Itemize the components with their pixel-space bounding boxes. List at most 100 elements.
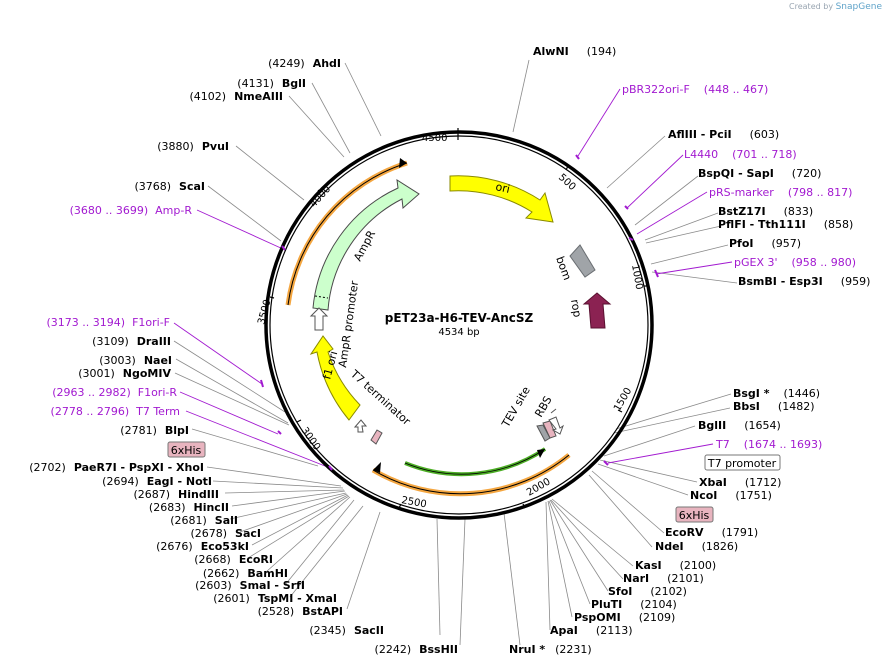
- primer-name: F1ori-F: [132, 316, 170, 329]
- restriction-site: AhdI(4249): [268, 57, 341, 70]
- site-position: (1826): [702, 540, 739, 553]
- t7-terminator-arrow: [353, 419, 368, 433]
- site-name: BsmBI - Esp3I: [738, 275, 823, 288]
- restriction-site: XbaI(1712): [699, 476, 781, 489]
- t7-promoter-box: T7 promoter: [704, 454, 781, 471]
- tick-label: 2500: [400, 495, 427, 510]
- his-tag-box-right: 6xHis: [675, 506, 714, 523]
- restriction-site: NgoMIV(3001): [78, 367, 171, 380]
- site-name: NmeAIII: [234, 90, 283, 103]
- restriction-site: DraIII(3109): [92, 335, 171, 348]
- site-name: EcoRV: [665, 526, 704, 539]
- ampr-promoter-label: AmpR promoter: [336, 280, 361, 369]
- site-position: (603): [750, 128, 780, 141]
- site-name: HincII: [193, 501, 229, 514]
- restriction-site: EagI - NotI (2694): [102, 475, 212, 488]
- rop-arrow: [582, 292, 612, 329]
- site-position: (957): [772, 237, 802, 250]
- site-position: (2687): [133, 488, 170, 501]
- rbs-label: RBS: [532, 394, 554, 420]
- tev-site-label: TEV site: [499, 384, 533, 430]
- site-position: (2104): [640, 598, 677, 611]
- site-name: BglII: [698, 419, 726, 432]
- tick-mark: [296, 419, 302, 423]
- site-position: (833): [784, 205, 814, 218]
- ampr-orange-arc-line: [287, 162, 408, 306]
- site-position: (959): [841, 275, 871, 288]
- restriction-site-labels: AlwNI(194)AflIII - PciI(603)BspQI - SapI…: [29, 45, 870, 656]
- restriction-site: SacII(2345): [309, 624, 384, 637]
- restriction-site: BamHI(2662): [203, 567, 288, 580]
- site-name: ScaI: [179, 180, 205, 193]
- site-position: (3880): [157, 140, 194, 153]
- primer-name: pRS-marker: [709, 186, 774, 199]
- site-position: (1751): [735, 489, 772, 502]
- site-position: (2668): [194, 553, 231, 566]
- site-name: BglI: [282, 77, 306, 90]
- restriction-site: ApaI(2113): [550, 624, 632, 637]
- tick-mark: [398, 503, 402, 509]
- site-position: (194): [587, 45, 617, 58]
- site-position: (2102): [650, 585, 687, 598]
- primer-range: (3173 .. 3194): [47, 316, 126, 329]
- site-name: PfoI: [729, 237, 754, 250]
- restriction-site: BbsI(1482): [733, 400, 814, 413]
- restriction-site: BsmBI - Esp3I (959): [738, 275, 870, 288]
- primer-lines: [173, 88, 733, 469]
- site-position: (3003): [99, 354, 136, 367]
- tick-mark: [269, 296, 275, 299]
- primer-label: T7 Term(2778 .. 2796): [51, 405, 180, 418]
- site-position: (2603): [195, 579, 232, 592]
- bom-box: [569, 244, 596, 278]
- leader-lines: [173, 59, 738, 646]
- primer-name: Amp-R: [155, 204, 192, 217]
- primer-range: (2963 .. 2982): [52, 386, 131, 399]
- ampr-promoter-arrow: [309, 307, 329, 331]
- site-name: NruI *: [509, 643, 545, 656]
- backbone-outer: [264, 130, 654, 520]
- site-name: NaeI: [144, 354, 172, 367]
- rbs-box: [542, 420, 557, 439]
- primer-range: (2778 .. 2796): [51, 405, 130, 418]
- site-position: (3001): [78, 367, 115, 380]
- site-position: (2681): [170, 514, 207, 527]
- site-name: BbsI: [733, 400, 760, 413]
- restriction-site: NarI(2101): [623, 572, 704, 585]
- his-tag-box-left: 6xHis: [167, 441, 206, 458]
- site-name: PspOMI: [574, 611, 621, 624]
- site-name: SacI: [235, 527, 261, 540]
- site-name: EcoRI: [239, 553, 273, 566]
- bom-label: bom: [553, 255, 574, 282]
- site-position: (2683): [149, 501, 186, 514]
- snapgene-logo: SnapGene: [835, 2, 882, 12]
- site-position: (2242): [375, 643, 412, 656]
- primer-name: F1ori-R: [138, 386, 178, 399]
- site-name: BsgI *: [733, 387, 770, 400]
- site-name: EagI - NotI: [147, 475, 212, 488]
- site-position: (858): [824, 218, 854, 231]
- site-position: (2345): [309, 624, 346, 637]
- restriction-site: HincII (2683): [149, 501, 229, 514]
- site-position: (1654): [744, 419, 781, 432]
- restriction-site: TspMI - XmaI(2601): [213, 592, 337, 605]
- restriction-site: EcoRI (2668): [194, 553, 273, 566]
- restriction-site: SmaI - SrfI(2603): [195, 579, 305, 592]
- restriction-site: PflFI - Tth111I(858): [718, 218, 853, 231]
- site-position: (720): [792, 167, 822, 180]
- site-name: BstZ17I: [718, 205, 766, 218]
- plasmid-name: pET23a-H6-TEV-AncSZ: [385, 311, 534, 325]
- restriction-site: PfoI (957): [729, 237, 801, 250]
- site-position: (1712): [745, 476, 782, 489]
- site-position: (2694): [102, 475, 139, 488]
- primer-labels: pBR322ori-F(448 .. 467)L4440(701 .. 718)…: [47, 83, 857, 451]
- ori-arrow: [449, 175, 554, 223]
- site-name: KasI: [635, 559, 662, 572]
- restriction-site: AlwNI(194): [533, 45, 616, 58]
- t7-promoter-arrow: [548, 416, 565, 435]
- svg-text:6xHis: 6xHis: [171, 444, 202, 457]
- restriction-site: BglII (1654): [698, 419, 781, 432]
- restriction-site: Eco53kI(2676): [156, 540, 249, 553]
- primer-range: (448 .. 467): [704, 83, 769, 96]
- restriction-site: SacI(2678): [190, 527, 261, 540]
